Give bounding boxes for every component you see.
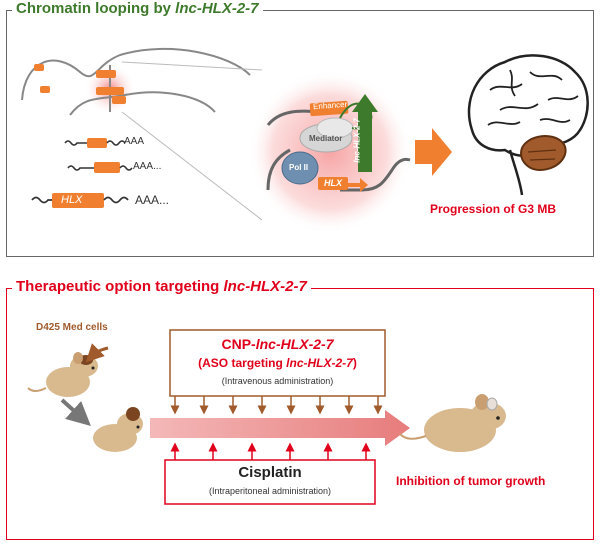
- mouse-left: [27, 352, 98, 397]
- intraperitoneal-label: (Intraperitoneal administration): [208, 486, 332, 496]
- title-gene: lnc-HLX-2-7: [175, 0, 259, 17]
- cnp-gene: lnc-HLX-2-7: [255, 336, 334, 352]
- cells-label: D425 Med cells: [36, 322, 108, 333]
- treatment-band: [150, 410, 410, 446]
- cnp-prefix: CNP-: [221, 336, 256, 352]
- brain-illustration: [467, 54, 589, 196]
- aso-label: (ASO targeting lnc-HLX-2-7): [170, 356, 385, 370]
- chromatin-fiber: [21, 47, 263, 221]
- intravenous-label: (Intravenous administration): [221, 376, 334, 386]
- title-prefix: Chromatin looping by: [16, 0, 176, 17]
- progression-arrow: [415, 128, 452, 176]
- cisplatin-label: Cisplatin: [238, 464, 302, 481]
- cisplatin-box: [164, 459, 376, 505]
- transition-arrow: [60, 398, 91, 427]
- progression-outcome: Progression of G3 MB: [430, 202, 557, 216]
- injection-arrow: [85, 343, 109, 363]
- hlx-gene-label: HLX: [61, 194, 83, 206]
- transcript-1-polya: AAA: [124, 136, 145, 147]
- cnp-title: CNP-lnc-HLX-2-7: [170, 336, 385, 352]
- mouse-right: [399, 394, 506, 452]
- pol-ii-label: Pol II: [289, 163, 309, 172]
- aso-gene: lnc-HLX-2-7: [286, 356, 353, 370]
- hlx-complex-label: HLX: [324, 178, 342, 188]
- lnc-rna-label: lnc-HLX-2-7: [352, 118, 362, 163]
- mediator-label: Mediator: [309, 134, 343, 143]
- chromatin-looping-panel: [6, 10, 594, 257]
- chromatin-looping-title: Chromatin looping by lnc-HLX-2-7: [12, 0, 263, 17]
- cisplatin-arrows: [170, 442, 371, 460]
- transcripts: [31, 138, 133, 208]
- transcript-2-polya: AAA...: [133, 161, 162, 172]
- transcript-3-polya: AAA...: [135, 193, 170, 207]
- inhibition-outcome: Inhibition of tumor growth: [396, 474, 546, 488]
- therapeutic-option-title: Therapeutic option targeting lnc-HLX-2-7: [12, 278, 311, 295]
- cnp-box: [169, 329, 386, 397]
- mouse-middle: [93, 407, 143, 452]
- aso-prefix: (ASO targeting: [198, 356, 287, 370]
- looping-complex: [248, 70, 412, 234]
- title-gene: lnc-HLX-2-7: [223, 278, 307, 295]
- cnp-arrows: [170, 396, 383, 415]
- title-prefix: Therapeutic option targeting: [16, 278, 224, 295]
- aso-suffix: ): [352, 356, 357, 370]
